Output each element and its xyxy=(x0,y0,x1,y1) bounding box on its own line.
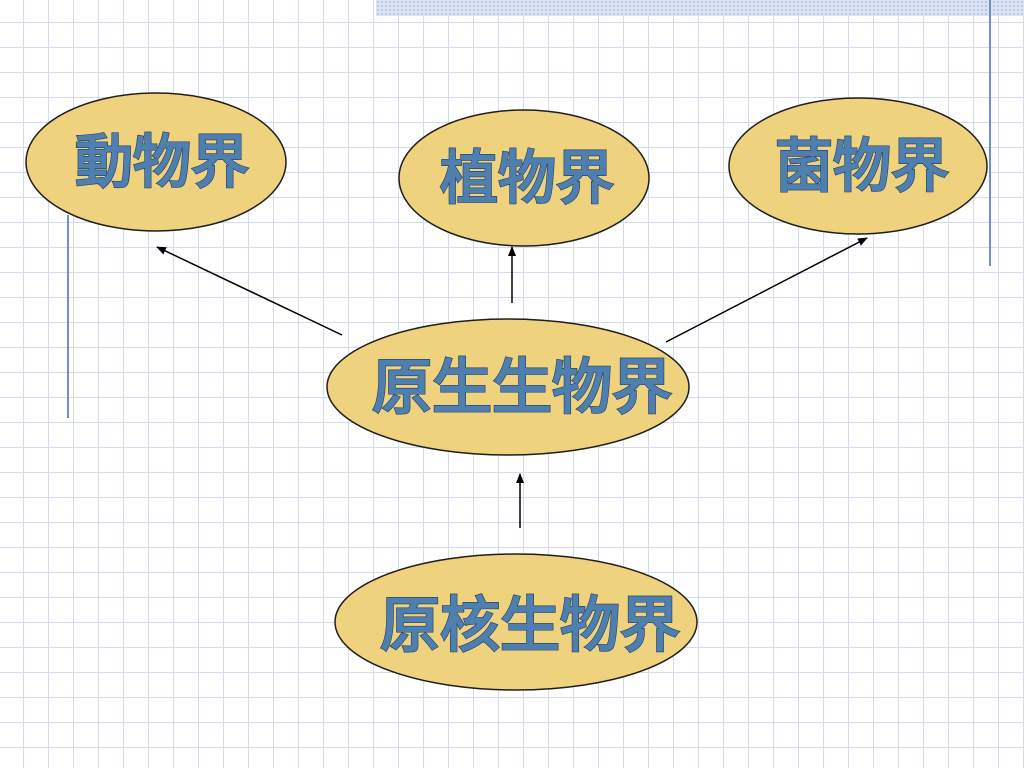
node-plant: 植物界 xyxy=(398,109,650,247)
arrow-protist-to-animal xyxy=(156,246,343,336)
node-protist: 原生生物界 xyxy=(326,318,690,456)
node-fungi-label: 菌物界 xyxy=(775,132,949,200)
node-plant-label: 植物界 xyxy=(440,144,614,212)
node-monera-label: 原核生物界 xyxy=(380,591,680,661)
arrow-protist-to-fungi xyxy=(665,237,868,343)
node-monera: 原核生物界 xyxy=(334,553,698,691)
node-fungi: 菌物界 xyxy=(728,97,988,235)
node-protist-label: 原生生物界 xyxy=(372,353,672,423)
right-accent-line xyxy=(989,0,991,266)
node-animal-label: 動物界 xyxy=(75,128,249,196)
node-animal: 動物界 xyxy=(25,92,287,232)
top-decorative-band xyxy=(376,0,1024,16)
left-accent-line xyxy=(67,215,69,418)
